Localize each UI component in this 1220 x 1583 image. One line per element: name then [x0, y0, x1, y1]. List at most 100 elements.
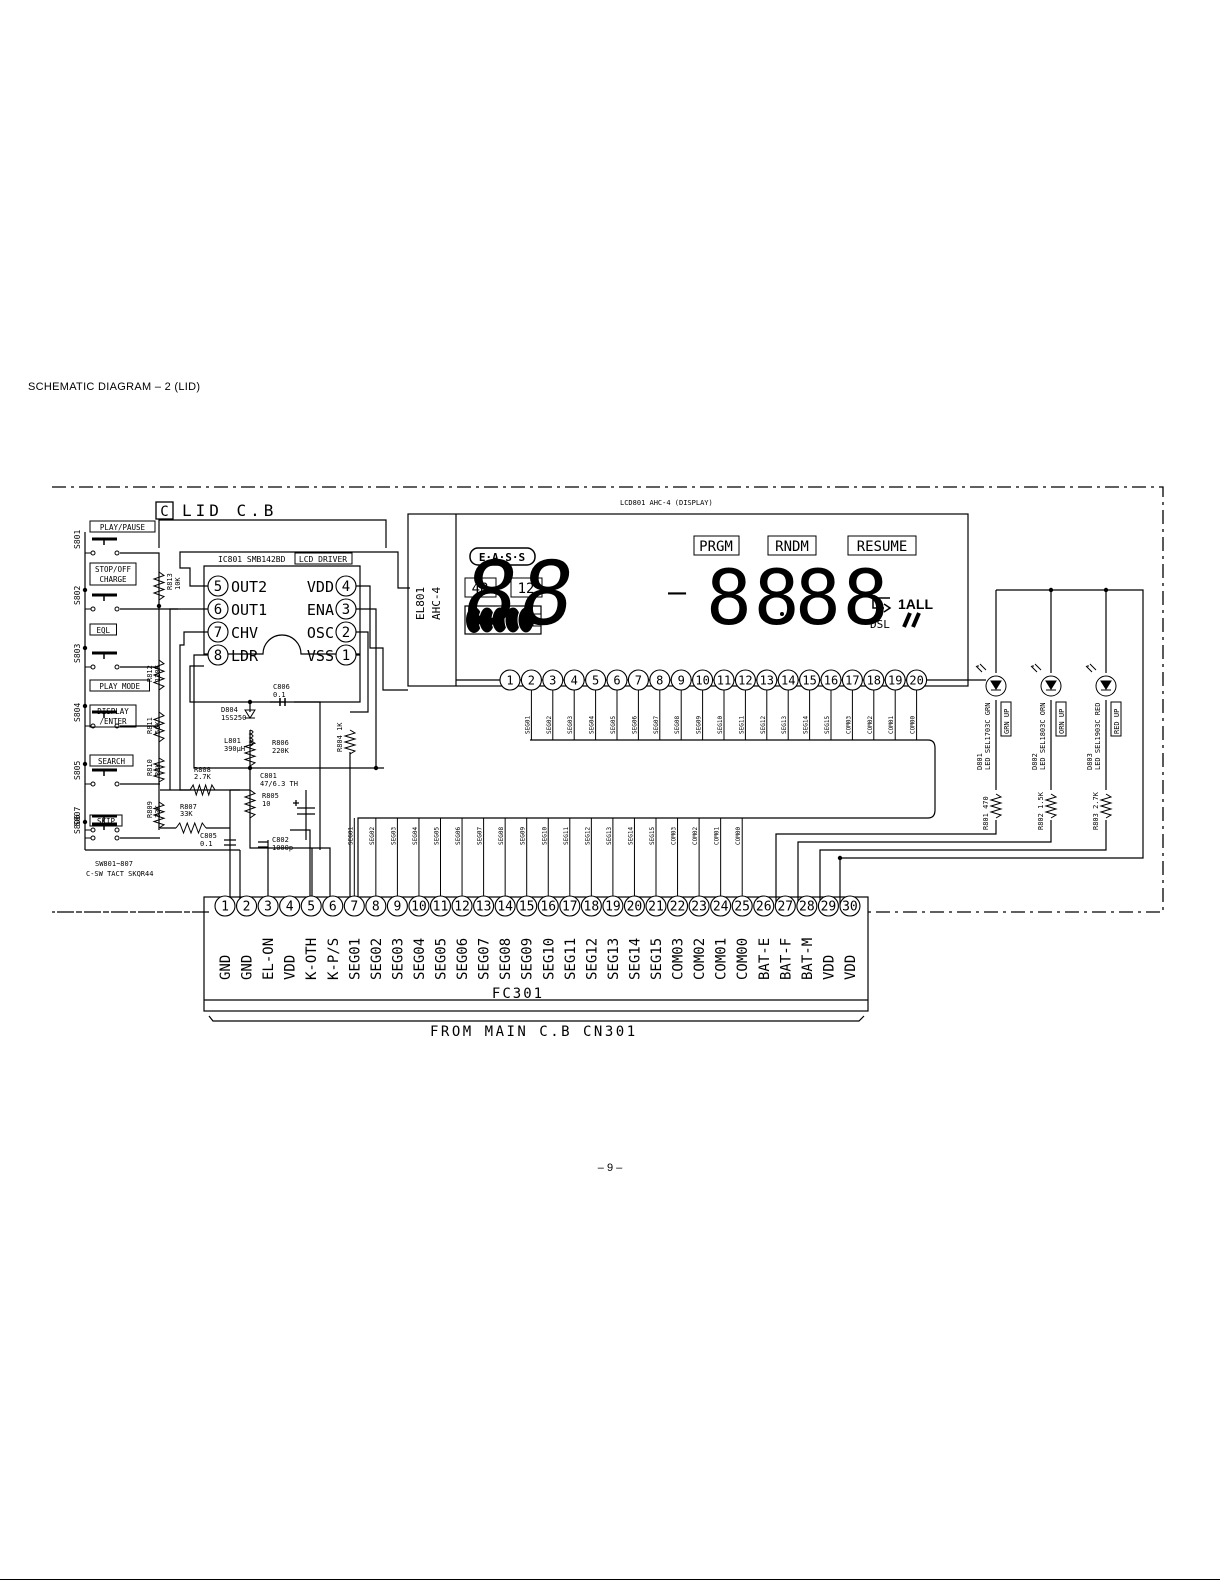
svg-text:28: 28 [799, 900, 815, 915]
fc301-pin-4: 4 [279, 895, 301, 917]
svg-text:8: 8 [656, 673, 663, 687]
fc301-signal-label: SEG08 [498, 938, 514, 980]
fc301-pin-15: 15 [516, 895, 538, 917]
lcd-signal-label: SEG04 [589, 716, 596, 734]
svg-text:19: 19 [605, 900, 621, 915]
svg-text:15: 15 [802, 673, 816, 687]
svg-text:R804 1K: R804 1K [336, 722, 344, 752]
ic801-pin-4: 4 [335, 575, 357, 597]
svg-text:LED SEL1803C ORN: LED SEL1803C ORN [1039, 703, 1047, 770]
svg-text:ORN UP: ORN UP [1058, 709, 1066, 734]
lcd-signal-label: COM02 [867, 716, 874, 734]
fc301-signal-label: GND [218, 955, 234, 980]
svg-text:R808: R808 [194, 766, 211, 774]
svg-text:33K: 33K [180, 810, 193, 818]
svg-text:5: 5 [307, 900, 315, 915]
fc301-pin-3: 3 [257, 895, 279, 917]
ic801-pin-8: 8 [207, 644, 229, 666]
switch-ref: S801 [73, 530, 82, 549]
digits-right: 88 [795, 553, 891, 642]
lcd-signal-label: SEG12 [760, 716, 767, 734]
svg-text:18: 18 [584, 900, 600, 915]
lcd-signal-label: SEG09 [696, 716, 703, 734]
svg-text:7: 7 [214, 625, 222, 641]
rndm-indicator: RNDM [775, 539, 809, 555]
svg-text:22: 22 [670, 900, 686, 915]
svg-text:8: 8 [214, 648, 222, 664]
fc301-pin-18: 18 [580, 895, 602, 917]
svg-text:10K: 10K [174, 577, 182, 590]
fc301-pin-27: 27 [774, 895, 796, 917]
svg-text:D801: D801 [976, 753, 984, 770]
svg-text:18: 18 [867, 673, 881, 687]
lcd-pin-9: 9 [670, 669, 692, 691]
svg-text:26: 26 [756, 900, 772, 915]
svg-text:6: 6 [329, 900, 337, 915]
svg-text:R809: R809 [146, 801, 154, 818]
svg-text:EQL: EQL [96, 626, 110, 635]
svg-text:10: 10 [695, 673, 709, 687]
svg-text:220K: 220K [272, 747, 290, 755]
svg-text:CHARGE: CHARGE [99, 575, 127, 584]
svg-text:AHC-4: AHC-4 [430, 587, 443, 620]
lcd-signal-label: SEG05 [610, 716, 617, 734]
lcd-label: LCD801 AHC-4 (DISPLAY) [620, 499, 713, 507]
svg-text:PLAY MODE: PLAY MODE [99, 682, 140, 691]
svg-text:RED UP: RED UP [1113, 709, 1121, 734]
ic801-pin-name: OSC [307, 624, 334, 642]
svg-text:R806: R806 [272, 739, 289, 747]
svg-text:14: 14 [781, 673, 795, 687]
svg-text:3: 3 [264, 900, 272, 915]
svg-text:R805: R805 [262, 792, 279, 800]
lcd-signal-label: SEG06 [631, 716, 638, 734]
switch-note: C-SW TACT SKQR44 [86, 870, 153, 878]
resume-indicator: RESUME [857, 539, 908, 555]
svg-text:4: 4 [571, 673, 578, 687]
svg-text:C806: C806 [273, 683, 290, 691]
lcd-signal-label: SEG03 [567, 716, 574, 734]
lcd-pin-15: 15 [799, 669, 821, 691]
fc301-pin-5: 5 [300, 895, 322, 917]
fc301-signal-label: COM03 [671, 938, 687, 980]
lcd-signal-label: SEG15 [824, 716, 831, 734]
svg-text:C805: C805 [200, 832, 217, 840]
svg-text:19: 19 [888, 673, 902, 687]
page-title: SCHEMATIC DIAGRAM – 2 (LID) [28, 381, 201, 393]
svg-text:7: 7 [635, 673, 642, 687]
svg-text:10: 10 [262, 800, 270, 808]
svg-text:17: 17 [562, 900, 578, 915]
fc301-signal-label: GND [240, 955, 256, 980]
lcd-pin-20: 20 [906, 669, 928, 691]
fc301-pin-14: 14 [494, 895, 516, 917]
switch-note: SW801~807 [95, 860, 133, 868]
fc301-pin-19: 19 [602, 895, 624, 917]
board-letter: C [160, 504, 168, 520]
fc301-pin-28: 28 [796, 895, 818, 917]
fc301-pin-11: 11 [429, 895, 452, 917]
svg-text:16: 16 [540, 900, 556, 915]
fc301-pin-6: 6 [322, 895, 344, 917]
bus-signal-label: SEG13 [606, 827, 613, 845]
bus-signal-label: COM00 [735, 827, 742, 845]
ic801-pin-name: CHV [231, 624, 258, 642]
svg-text:LED SEL1903C RED: LED SEL1903C RED [1094, 703, 1102, 770]
svg-text:SEARCH: SEARCH [98, 757, 126, 766]
bus-signal-label: SEG03 [390, 827, 397, 845]
bus-signal-label: SEG04 [412, 827, 419, 845]
fc301-signal-label: K-OTH [304, 938, 320, 980]
tracks-12: 12 [518, 581, 535, 597]
bus-signal-label: COM01 [714, 827, 721, 845]
svg-text:R803 2.7K: R803 2.7K [1092, 791, 1100, 830]
